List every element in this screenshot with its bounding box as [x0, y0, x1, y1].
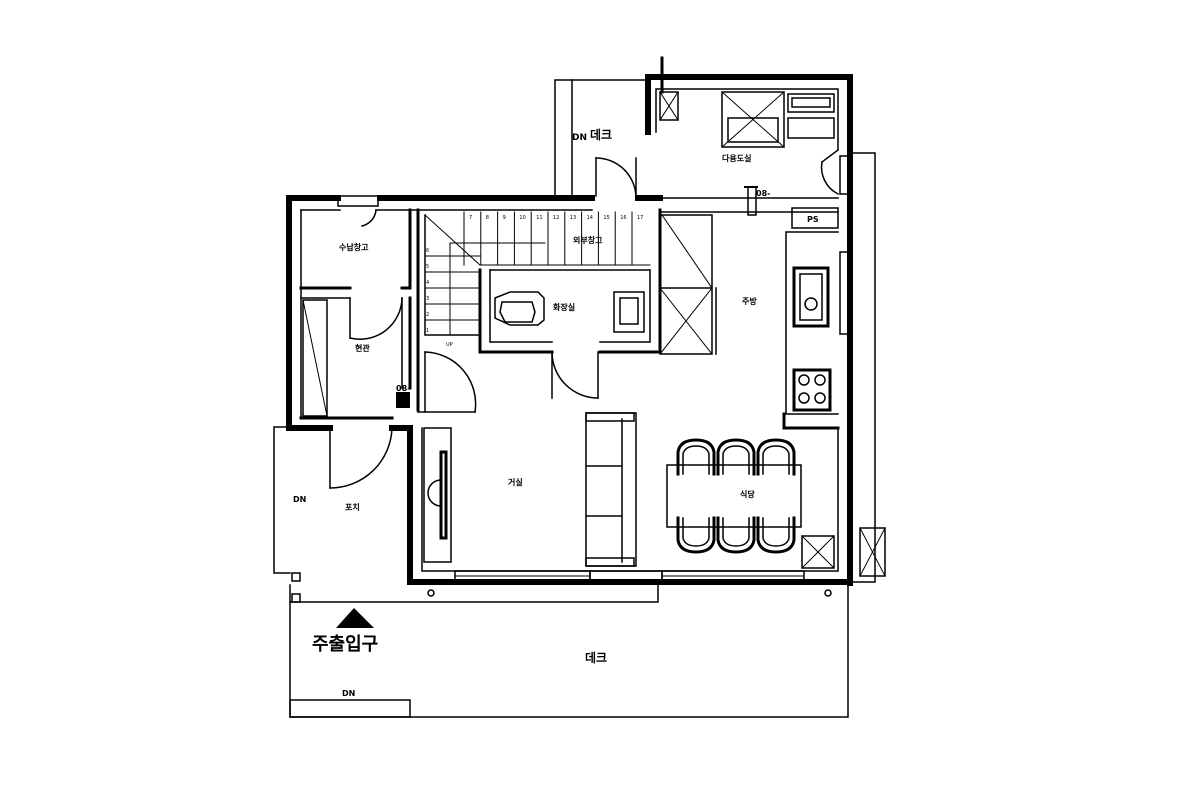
level-mark-left: 08-	[396, 384, 410, 393]
bathroom-fixtures	[494, 291, 645, 333]
label-porch: 포치	[345, 502, 360, 512]
stair-number: 17	[637, 215, 643, 221]
stair-number-side: 5	[426, 264, 429, 270]
stair-number: 12	[553, 215, 559, 221]
stair-number: 16	[620, 215, 626, 221]
label-main-entrance: 주출입구	[312, 633, 378, 655]
exterior-walls	[286, 74, 853, 586]
dining-table	[666, 438, 802, 554]
level-mark-top: 08-	[756, 189, 770, 198]
stair-number: 10	[519, 215, 525, 221]
stair-number: 13	[570, 215, 576, 221]
label-entrance: 현관	[355, 343, 370, 353]
right-window	[839, 251, 851, 335]
dining-chair	[716, 516, 756, 554]
stair-number-side: 6	[426, 248, 429, 254]
utility-fixtures	[659, 56, 835, 148]
level-mark-tick	[744, 186, 758, 188]
stair-number-side: 3	[426, 296, 429, 302]
label-living: 거실	[508, 477, 523, 487]
side-rail	[849, 152, 886, 583]
stair-number: 9	[503, 215, 506, 221]
stair-number-side: 1	[426, 328, 429, 334]
label-stair-up: UP	[446, 342, 453, 348]
stair-number: 8	[486, 215, 489, 221]
kitchen-fixtures	[791, 207, 839, 569]
deck-bottom-outline	[289, 584, 849, 718]
dining-chair	[676, 438, 716, 476]
label-dining: 식당	[740, 489, 755, 499]
sofa	[585, 412, 637, 567]
dining-chair	[676, 516, 716, 554]
label-deck-top: 데크	[590, 128, 612, 142]
deck-top-outline	[554, 79, 649, 198]
utility-window	[839, 155, 851, 195]
staircase	[424, 211, 651, 336]
label-deck-bottom: 데크	[585, 651, 607, 665]
stair-number: 15	[603, 215, 609, 221]
stair-number-side: 4	[426, 280, 429, 286]
shoe-cabinet	[302, 299, 328, 417]
label-storage: 수납창고	[339, 242, 369, 252]
stair-number-side: 2	[426, 312, 429, 318]
porch-rail	[273, 426, 301, 603]
label-outdoor-storage: 외부창고	[573, 235, 603, 245]
tv-console	[423, 427, 452, 563]
label-ps: PS	[807, 215, 819, 224]
storage-window	[337, 195, 379, 207]
stair-number: 7	[469, 215, 472, 221]
label-kitchen: 주방	[742, 296, 757, 306]
dining-chair	[716, 438, 756, 476]
label-deck-bottom-dn: DN	[342, 689, 355, 698]
label-bathroom: 화장실	[553, 302, 575, 312]
label-porch-dn: DN	[293, 495, 306, 504]
doors	[329, 148, 840, 489]
label-deck-top-dn: DN	[572, 133, 587, 143]
shaft-boxes	[659, 214, 717, 355]
dining-chair	[756, 516, 796, 554]
dining-chair	[756, 438, 796, 476]
stair-number: 11	[536, 215, 542, 221]
entrance-arrow-icon	[336, 608, 374, 628]
stair-number: 14	[587, 215, 593, 221]
level-mark-block	[396, 392, 410, 408]
bottom-windows	[427, 570, 832, 597]
label-utility: 다용도실	[722, 153, 751, 163]
